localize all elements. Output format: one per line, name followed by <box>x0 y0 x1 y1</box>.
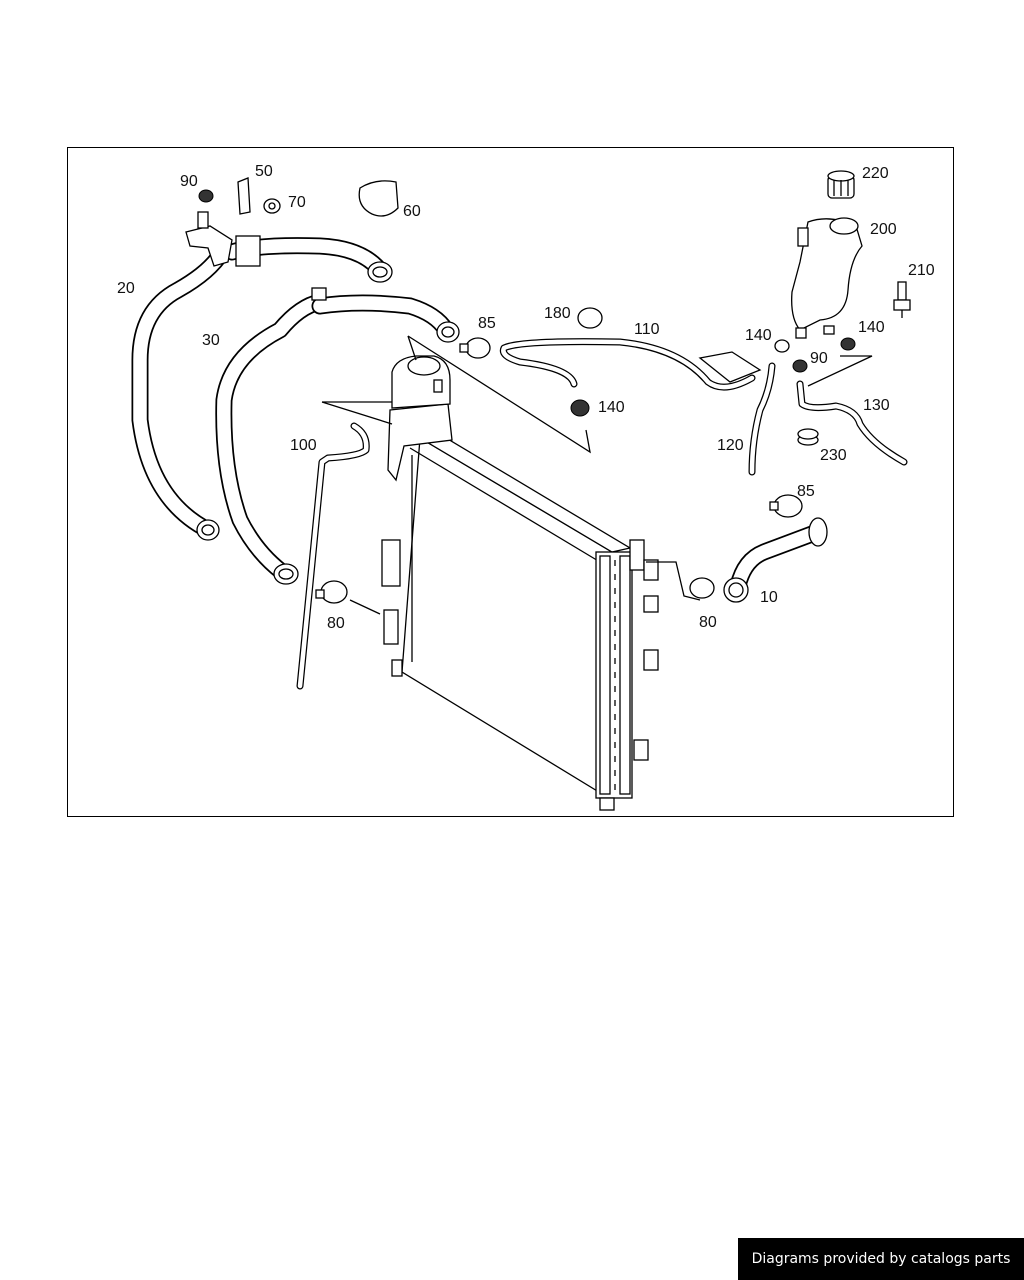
grommet-230 <box>797 428 819 446</box>
label-110: 110 <box>634 321 660 338</box>
leader-lines <box>321 335 873 615</box>
label-70: 70 <box>288 194 306 211</box>
label-180: 180 <box>544 305 571 322</box>
upper-hose <box>185 211 393 283</box>
label-85a: 85 <box>478 315 496 332</box>
label-140a: 140 <box>598 399 625 416</box>
radiator-filler-neck <box>391 355 451 409</box>
sensor-210 <box>893 281 911 318</box>
label-130: 130 <box>863 397 890 414</box>
credit-text: Diagrams provided by catalogs parts <box>751 1251 1011 1267</box>
label-100: 100 <box>290 437 317 454</box>
label-90a: 90 <box>180 173 198 190</box>
label-60: 60 <box>403 203 421 220</box>
label-80a: 80 <box>327 615 345 632</box>
label-30: 30 <box>202 332 220 349</box>
label-10: 10 <box>760 589 778 606</box>
label-50: 50 <box>255 163 273 180</box>
expansion-tank <box>791 217 863 339</box>
radiator <box>381 403 659 811</box>
hose-10 <box>723 517 828 603</box>
label-120: 120 <box>717 437 744 454</box>
clamps <box>198 177 856 604</box>
label-90b: 90 <box>810 350 828 367</box>
hose-130 <box>796 380 908 466</box>
label-85b: 85 <box>797 483 815 500</box>
label-80b: 80 <box>699 614 717 631</box>
label-210: 210 <box>908 262 935 279</box>
label-200: 200 <box>870 221 897 238</box>
cap-220 <box>827 170 855 199</box>
hose-120 <box>748 362 776 476</box>
hose-20 <box>131 243 231 541</box>
credit-banner: Diagrams provided by catalogs parts <box>738 1238 1024 1280</box>
label-220: 220 <box>862 165 889 182</box>
hose-110 <box>499 338 762 391</box>
label-230: 230 <box>820 447 847 464</box>
label-20: 20 <box>117 280 135 297</box>
hose-100 <box>296 422 370 690</box>
hose-30 <box>215 287 460 585</box>
label-140b: 140 <box>745 327 772 344</box>
label-140c: 140 <box>858 319 885 336</box>
part-labels: 90 50 70 60 20 30 85 180 110 140 100 220… <box>117 163 935 632</box>
